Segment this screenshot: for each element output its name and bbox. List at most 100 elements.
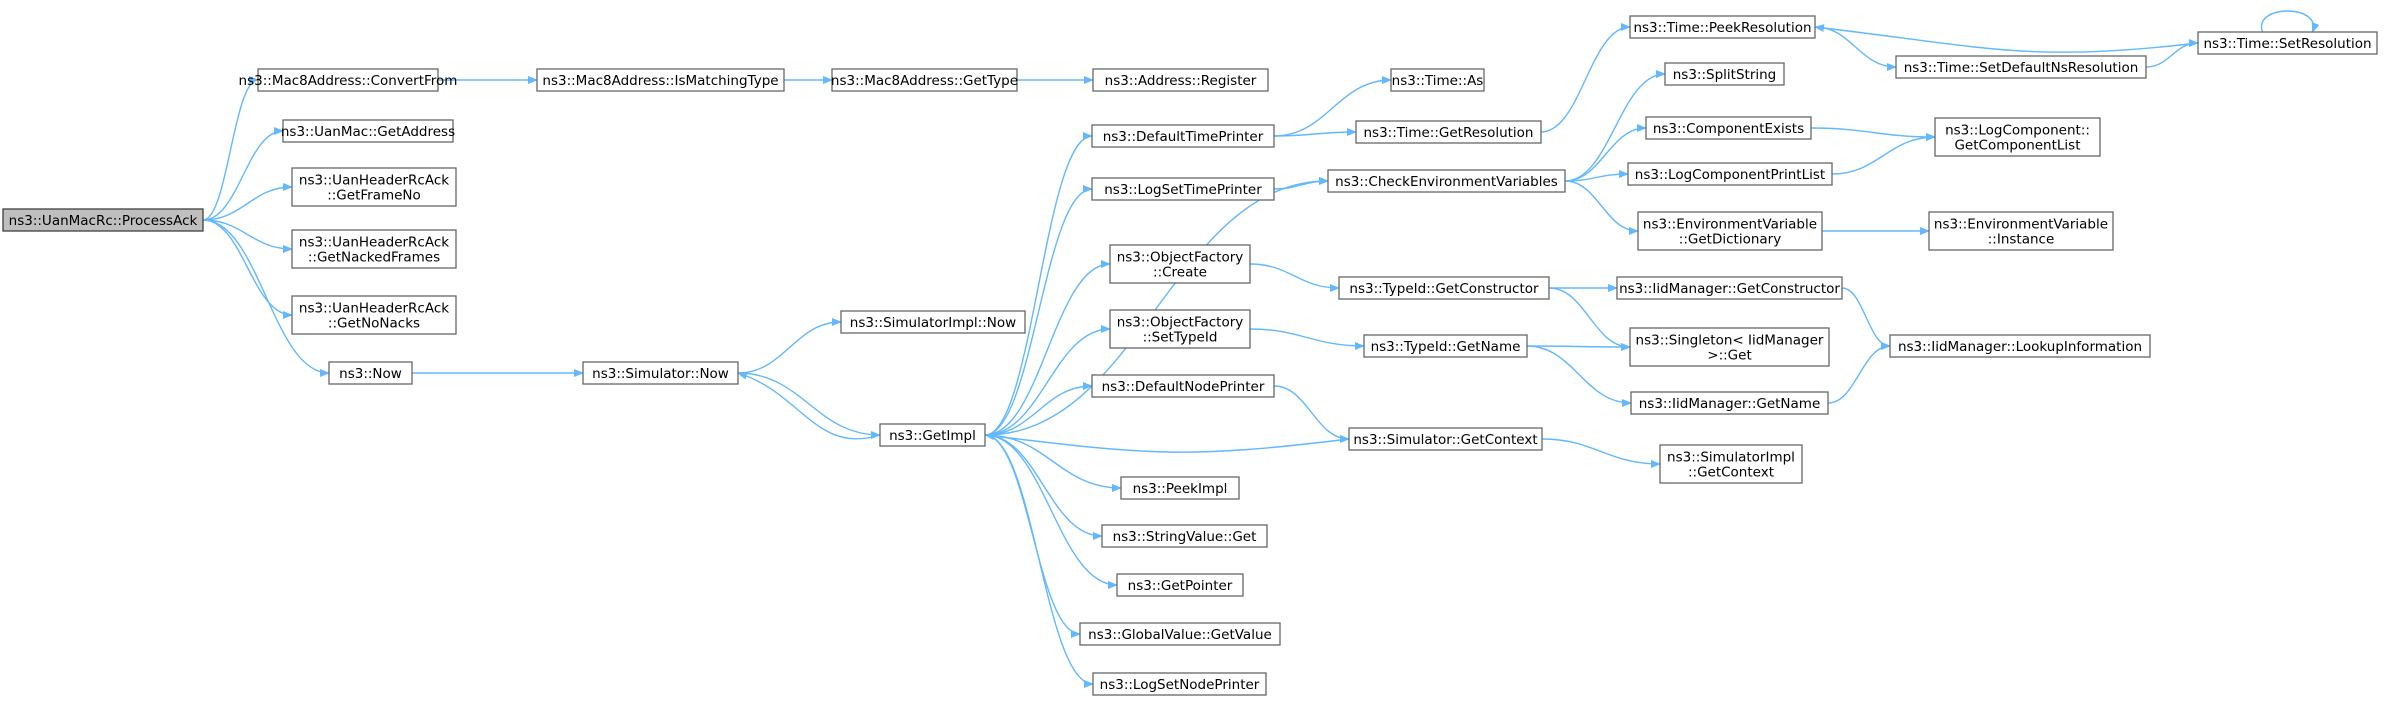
edge-default-node-printer-to-sim-get-context xyxy=(1273,385,1350,443)
node-label: ns3::IidManager::GetName xyxy=(1639,396,1821,412)
node-sim-get-context[interactable]: ns3::Simulator::GetContext xyxy=(1348,427,1543,451)
node-env-instance[interactable]: ns3::EnvironmentVariable::Instance xyxy=(1928,211,2114,251)
node-sim-impl-get-context[interactable]: ns3::SimulatorImpl::GetContext xyxy=(1659,444,1803,484)
node-label: ns3::IidManager::GetConstructor xyxy=(1619,281,1840,297)
node-label: ns3::ObjectFactory xyxy=(1117,315,1244,331)
edge-check-env-to-component-exists xyxy=(1564,124,1647,182)
node-time-as[interactable]: ns3::Time::As xyxy=(1390,68,1485,92)
node-peek-impl[interactable]: ns3::PeekImpl xyxy=(1120,476,1240,500)
edge-type-id-get-name-to-singleton-get xyxy=(1526,342,1631,351)
edge-set-resolution-to-peek-resolution xyxy=(1814,24,2199,53)
node-iid-get-name[interactable]: ns3::IidManager::GetName xyxy=(1630,391,1829,415)
node-box xyxy=(536,68,785,92)
node-type-id-get-name[interactable]: ns3::TypeId::GetName xyxy=(1363,334,1528,358)
node-time-get-resolution[interactable]: ns3::Time::GetResolution xyxy=(1355,120,1542,144)
node-box xyxy=(1120,476,1240,500)
edge-check-env-to-log-component-print-list xyxy=(1564,170,1629,182)
node-layer: ns3::UanMacRc::ProcessAck ns3::Mac8Addres… xyxy=(2,15,2378,696)
node-check-env[interactable]: ns3::CheckEnvironmentVariables xyxy=(1327,169,1566,193)
node-log-component-print-list[interactable]: ns3::LogComponentPrintList xyxy=(1627,162,1833,186)
node-type-id-get-constructor[interactable]: ns3::TypeId::GetConstructor xyxy=(1338,276,1550,300)
edge-get-impl-to-ofcreate xyxy=(984,260,1111,436)
node-get-nacked-frames[interactable]: ns3::UanHeaderRcAck::GetNackedFrames xyxy=(291,229,457,269)
node-split-string[interactable]: ns3::SplitString xyxy=(1664,62,1785,86)
node-get-no-nacks[interactable]: ns3::UanHeaderRcAck::GetNoNacks xyxy=(291,295,457,335)
node-label: ns3::Time::GetResolution xyxy=(1363,125,1533,141)
node-box xyxy=(1101,524,1268,548)
node-ofset-type-id[interactable]: ns3::ObjectFactory::SetTypeId xyxy=(1109,309,1251,349)
node-label: ::GetNoNacks xyxy=(328,316,420,332)
node-sim-now[interactable]: ns3::Simulator::Now xyxy=(582,361,739,385)
node-get-impl[interactable]: ns3::GetImpl xyxy=(879,423,986,447)
edge-time-get-resolution-to-peek-resolution xyxy=(1540,23,1631,133)
node-label: ns3::EnvironmentVariable xyxy=(1643,217,1817,233)
node-register[interactable]: ns3::Address::Register xyxy=(1092,68,1269,92)
node-set-resolution[interactable]: ns3::Time::SetResolution xyxy=(2197,31,2378,55)
node-sim-impl-now[interactable]: ns3::SimulatorImpl::Now xyxy=(840,310,1026,334)
edge-default-time-printer-to-time-get-resolution xyxy=(1273,128,1357,137)
node-label: ns3::TypeId::GetConstructor xyxy=(1349,281,1539,297)
node-default-time-printer[interactable]: ns3::DefaultTimePrinter xyxy=(1091,124,1275,148)
node-label: ns3::UanHeaderRcAck xyxy=(299,301,449,317)
node-label: ns3::CheckEnvironmentVariables xyxy=(1335,174,1558,190)
node-env-get-dictionary[interactable]: ns3::EnvironmentVariable::GetDictionary xyxy=(1637,211,1823,251)
node-log-set-time-printer[interactable]: ns3::LogSetTimePrinter xyxy=(1091,177,1275,201)
node-gvget-value[interactable]: ns3::GlobalValue::GetValue xyxy=(1079,622,1281,646)
node-default-node-printer[interactable]: ns3::DefaultNodePrinter xyxy=(1091,374,1275,398)
node-box xyxy=(831,68,1018,92)
node-log-set-node-printer[interactable]: ns3::LogSetNodePrinter xyxy=(1092,672,1267,696)
node-label: ns3::Time::SetDefaultNsResolution xyxy=(1904,60,2139,76)
node-peek-resolution[interactable]: ns3::Time::PeekResolution xyxy=(1629,15,1816,39)
node-box xyxy=(1895,55,2147,79)
edge-default-time-printer-to-time-as xyxy=(1273,76,1392,137)
node-component-exists[interactable]: ns3::ComponentExists xyxy=(1645,116,1812,140)
node-label: ns3::LogComponent:: xyxy=(1945,123,2090,139)
node-string-value-get[interactable]: ns3::StringValue::Get xyxy=(1101,524,1268,548)
node-label: ns3::Simulator::Now xyxy=(592,366,729,382)
node-label: ns3::UanHeaderRcAck xyxy=(299,173,449,189)
node-label: ns3::Now xyxy=(339,366,402,382)
node-label: ::Create xyxy=(1153,265,1207,281)
node-label: ns3::LogSetTimePrinter xyxy=(1104,182,1262,198)
node-box xyxy=(1664,62,1785,86)
node-box xyxy=(291,167,457,207)
node-label: ns3::UanHeaderRcAck xyxy=(299,235,449,251)
node-iid-get-constructor[interactable]: ns3::IidManager::GetConstructor xyxy=(1616,276,1843,300)
edge-sim-get-context-to-sim-impl-get-context xyxy=(1541,438,1661,468)
node-label: ::SetTypeId xyxy=(1143,330,1218,346)
node-get-type[interactable]: ns3::Mac8Address::GetType xyxy=(831,68,1018,92)
edge-ofset-type-id-to-type-id-get-name xyxy=(1249,328,1365,350)
node-now[interactable]: ns3::Now xyxy=(328,361,413,385)
node-ofcreate[interactable]: ns3::ObjectFactory::Create xyxy=(1109,244,1251,284)
node-set-default-ns-resolution[interactable]: ns3::Time::SetDefaultNsResolution xyxy=(1895,55,2147,79)
node-box xyxy=(1645,116,1812,140)
node-is-matching-type[interactable]: ns3::Mac8Address::IsMatchingType xyxy=(536,68,785,92)
node-label: ns3::ComponentExists xyxy=(1653,121,1804,137)
node-box xyxy=(1091,124,1275,148)
node-singleton-get[interactable]: ns3::Singleton< IidManager >::Get xyxy=(1629,327,1830,367)
edge-get-impl-to-get-pointer xyxy=(984,434,1118,589)
node-label: ns3::TypeId::GetName xyxy=(1371,339,1521,355)
node-box xyxy=(1659,444,1803,484)
node-get-frame-no[interactable]: ns3::UanHeaderRcAck::GetFrameNo xyxy=(291,167,457,207)
node-label: ns3::PeekImpl xyxy=(1133,481,1228,497)
node-convert-from[interactable]: ns3::Mac8Address::ConvertFrom xyxy=(239,68,458,92)
edge-get-impl-to-default-time-printer xyxy=(984,132,1093,436)
node-label: GetComponentList xyxy=(1954,138,2080,154)
edge-ofcreate-to-type-id-get-constructor xyxy=(1249,263,1340,292)
node-get-component-list[interactable]: ns3::LogComponent::GetComponentList xyxy=(1934,117,2101,157)
node-box xyxy=(1355,120,1542,144)
node-label: ns3::Address::Register xyxy=(1105,73,1257,89)
node-box xyxy=(1092,68,1269,92)
node-label: ::GetFrameNo xyxy=(327,188,421,204)
node-label: ns3::DefaultTimePrinter xyxy=(1103,129,1264,145)
node-get-address[interactable]: ns3::UanMac::GetAddress xyxy=(281,119,455,143)
node-box xyxy=(2197,31,2378,55)
node-lookup-information[interactable]: ns3::IidManager::LookupInformation xyxy=(1889,334,2151,358)
node-box xyxy=(1390,68,1485,92)
node-label: ns3::Mac8Address::IsMatchingType xyxy=(542,73,778,89)
edge-get-impl-to-ofset-type-id xyxy=(984,325,1111,436)
node-process-ack[interactable]: ns3::UanMacRc::ProcessAck xyxy=(2,208,204,232)
node-label: ns3::ObjectFactory xyxy=(1117,250,1244,266)
node-get-pointer[interactable]: ns3::GetPointer xyxy=(1116,573,1244,597)
